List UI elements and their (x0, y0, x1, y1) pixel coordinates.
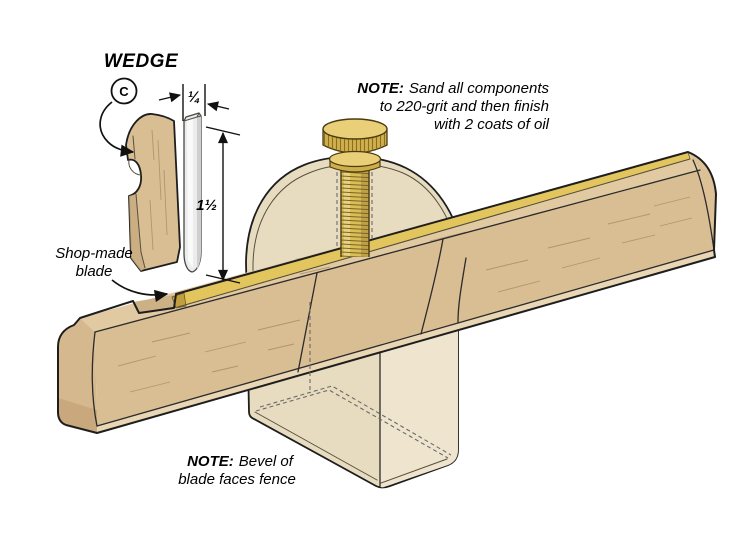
wedge-callout: WEDGE C (99, 51, 179, 157)
fence-outer-right-arc-over-beam (457, 257, 467, 323)
screw-head (322, 118, 388, 173)
note-bevel-line1: NOTE:Bevel of (187, 453, 295, 470)
part-letter: C (119, 84, 129, 99)
blade-callout: Shop-made blade (55, 245, 169, 302)
wedge-label: WEDGE (104, 51, 179, 72)
dim-quarter-arrow-right (206, 101, 230, 112)
wedge-side-face (129, 194, 145, 271)
fence-inner-right-arc-over-beam (420, 238, 444, 335)
dim-length-value: 1½ (196, 197, 217, 214)
fence-left-arc-over-beam (297, 272, 318, 373)
note-bevel: NOTE:Bevel of blade faces fence (178, 453, 296, 488)
beam-outline (57, 151, 717, 434)
beam-right-end-cap (688, 152, 716, 250)
blade-label-line2: blade (76, 263, 113, 280)
blade-arrow (111, 279, 169, 302)
screw-shaft (340, 163, 370, 257)
blade-highlight (187, 118, 193, 268)
beam (57, 151, 717, 434)
beam-left-end-shadow (58, 398, 97, 433)
fence-bottom-chamfer-lines (254, 411, 448, 484)
wedge-grain (149, 129, 168, 251)
thumbscrew (322, 118, 388, 257)
dim-blade-length: 1½ (196, 126, 241, 284)
note-finish-line3: with 2 coats of oil (434, 116, 550, 133)
beam-grain (117, 196, 693, 393)
blade-shade (197, 115, 201, 269)
screw-collar (328, 150, 382, 173)
dim-blade-thickness: ¼ (158, 84, 230, 121)
note-finish: NOTE:Sand all components to 220-grit and… (357, 80, 549, 133)
dim-quarter-value: ¼ (188, 89, 201, 106)
beam-right-cap-curve (692, 159, 715, 251)
dim-length-ticks (205, 126, 241, 284)
strip-bottom-edge (177, 158, 691, 308)
wedge (125, 113, 181, 272)
note-bevel-line2: blade faces fence (178, 471, 296, 488)
blade-detail (183, 112, 202, 273)
part-letter-circle (110, 77, 138, 105)
blade-label-line1: Shop-made (55, 245, 133, 262)
dim-quarter-arrow-left (158, 92, 182, 103)
note-finish-line1: NOTE:Sand all components (357, 80, 549, 97)
wedge-arrow (99, 101, 135, 157)
beam-top-front-edge (94, 169, 701, 333)
beam-bottom-band (97, 250, 715, 433)
fence-side-face (380, 322, 458, 488)
note-finish-line2: to 220-grit and then finish (380, 98, 549, 115)
beam-left-cap-curve (91, 331, 98, 427)
dim-quarter-extension-lines (182, 84, 206, 121)
fence-hidden-bottom-edges (255, 385, 452, 459)
blade-top-edge (183, 112, 202, 122)
beam-bottom-front-edge (96, 249, 715, 427)
fence-edges-over-beam (297, 238, 467, 390)
beam-front-face (95, 170, 714, 426)
fence-hidden-screw-hole (336, 172, 373, 247)
